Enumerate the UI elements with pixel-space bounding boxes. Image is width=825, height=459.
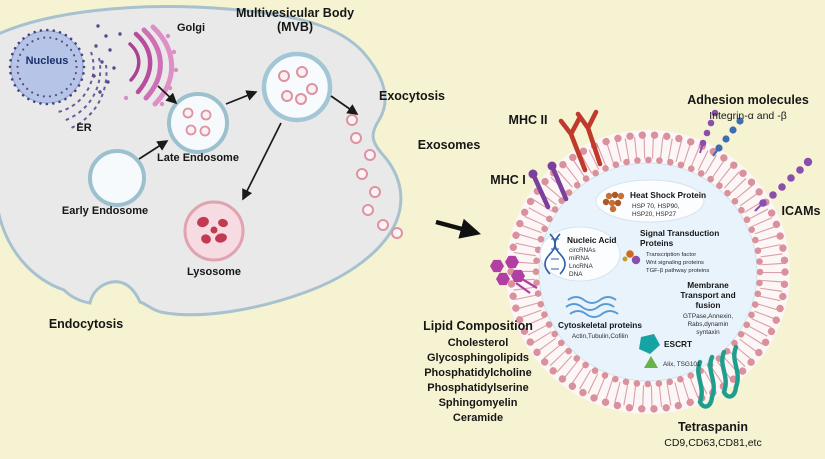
- escrt-group: ESCRT Alix, TSG101: [639, 334, 701, 368]
- late-endosome-label: Late Endosome: [157, 152, 239, 164]
- transport-title-line3: fusion: [696, 300, 721, 310]
- lipid-bilayer-inner-heads: [532, 156, 764, 388]
- early-endosome-label: Early Endosome: [62, 205, 148, 217]
- dna-icon: [544, 233, 566, 275]
- endocytosis-label: Endocytosis: [49, 317, 123, 331]
- tetraspanin-subtitle: CD9,CD63,CD81,etc: [664, 437, 761, 449]
- lipid-item: Cholesterol: [448, 337, 509, 349]
- er-icon: [57, 51, 108, 130]
- nucleus: [8, 28, 86, 106]
- transport-title-line1: Membrane: [687, 280, 729, 290]
- arrow-late-endosome-to-mvb: [225, 90, 258, 105]
- escrt-title: ESCRT: [664, 339, 692, 349]
- nucleus-dotted-ring-inner: [16, 36, 78, 98]
- nucleic-acid-group: Nucleic Acid circRNAs miRNA LncRNA DNA: [539, 226, 621, 282]
- lipid-item: Sphingomyelin: [439, 397, 518, 409]
- arrow-to-exosome-detail: [435, 218, 481, 239]
- mhc2-label: MHC II: [509, 113, 548, 127]
- arrow-mvb-to-lysosome: [242, 122, 282, 201]
- er-arc: [68, 64, 108, 130]
- hsp-bubble: [595, 179, 705, 223]
- signal-item: Transcription factor: [646, 252, 696, 258]
- late-endosome: [167, 92, 229, 154]
- lipid-item: Phosphatidylserine: [427, 382, 528, 394]
- lipid-item: Ceramide: [453, 412, 503, 424]
- membrane-transport-group: Membrane Transport and fusion GTPase,Ann…: [680, 280, 735, 336]
- lysosome-label: Lysosome: [187, 266, 241, 278]
- signal-title-line1: Signal Transduction: [640, 228, 719, 238]
- lipid-item: Phosphatidylcholine: [424, 367, 532, 379]
- mvb-vesicles: [278, 66, 318, 105]
- nucleus-body: [10, 30, 84, 104]
- signal-title-line2: Proteins: [640, 238, 674, 248]
- lipid-bilayer-tails: [512, 136, 784, 408]
- golgi-vesicle-dots: [123, 33, 179, 107]
- mhc1-icon: [528, 161, 569, 210]
- nucleic-title: Nucleic Acid: [567, 235, 617, 245]
- nucleic-item: LncRNA: [569, 263, 594, 270]
- escrt-icon: [639, 334, 660, 354]
- lysosome: [183, 200, 245, 262]
- lipid-bilayer-outer-heads: [507, 131, 789, 413]
- nucleus-label: Nucleus: [26, 55, 69, 67]
- mvb-label-line2: (MVB): [277, 20, 313, 34]
- cytoskeletal-items: Actin,Tubulin,Cofilin: [572, 333, 629, 340]
- mvb-label-line1: Multivesicular Body: [236, 6, 354, 20]
- icams-icon: [754, 157, 813, 212]
- nucleus-dotted-ring-outer: [8, 28, 86, 106]
- tetraspanin-icon: [696, 344, 740, 409]
- cytoskeleton-icon: [565, 296, 619, 318]
- intraluminal-vesicles: [182, 107, 212, 137]
- arrow-early-to-late-endosome: [138, 140, 169, 160]
- hsp-title: Heat Shock Protein: [630, 190, 706, 200]
- cytoskeletal-title: Cytoskeletal proteins: [558, 320, 642, 330]
- hsp-item: HSP20, HSP27: [632, 211, 676, 218]
- nucleic-item: DNA: [569, 271, 583, 278]
- er-label: ER: [76, 122, 91, 134]
- arrow-mvb-to-membrane: [330, 95, 359, 115]
- adhesion-molecules-icon: [699, 109, 744, 157]
- nucleic-item: miRNA: [569, 255, 590, 262]
- exosome-detail: [506, 130, 790, 414]
- hsp-group: Heat Shock Protein HSP 70, HSP90, HSP20,…: [595, 179, 706, 223]
- exocytosis-label: Exocytosis: [379, 89, 445, 103]
- multivesicular-body: [261, 51, 333, 123]
- hsp-icon: [602, 191, 625, 213]
- er-arc: [62, 57, 102, 122]
- transport-item: GTPase,Annexin,: [683, 313, 733, 320]
- adhesion-subtitle: Integrin-α and -β: [709, 110, 786, 122]
- lipid-title: Lipid Composition: [423, 319, 533, 333]
- icams-label: ICAMs: [782, 204, 821, 218]
- signal-transduction-group: Signal Transduction Proteins Transcripti…: [622, 228, 719, 274]
- early-endosome: [88, 149, 146, 207]
- signal-item: TGF-β pathway proteins: [646, 268, 709, 274]
- nucleic-bubble: [539, 226, 621, 282]
- arrow-golgi-to-late-endosome: [157, 85, 178, 105]
- released-exosome-dots: [346, 114, 403, 239]
- transport-item: syntaxin: [696, 329, 720, 336]
- er-arc: [57, 51, 95, 113]
- golgi-icon: [128, 24, 175, 107]
- golgi-label: Golgi: [177, 22, 205, 34]
- ribosome-dots: [92, 24, 122, 94]
- nucleic-item: circRNAs: [569, 247, 596, 254]
- hsp-item: HSP 70, HSP90,: [632, 203, 680, 210]
- transport-title-line2: Transport and: [680, 290, 735, 300]
- mhc2-icon: [558, 109, 603, 173]
- cytoskeletal-group: Cytoskeletal proteins Actin,Tubulin,Cofi…: [558, 296, 642, 340]
- lysosome-enzymes: [197, 216, 228, 244]
- signal-item: Wnt signaling proteins: [646, 260, 704, 266]
- exosomes-label: Exosomes: [418, 138, 481, 152]
- transport-item: Rabs,dynamin: [688, 321, 729, 328]
- escrt-items: Alix, TSG101: [663, 361, 701, 368]
- pathway-arrows: [138, 85, 359, 201]
- adhesion-title: Adhesion molecules: [687, 93, 809, 107]
- mhc1-label: MHC I: [490, 173, 525, 187]
- escrt-triangle-icon: [644, 356, 658, 368]
- lipid-composition-icon: [490, 255, 538, 294]
- tetraspanin-title: Tetraspanin: [678, 420, 748, 434]
- signal-icon: [622, 250, 641, 265]
- lipid-item: Glycosphingolipids: [427, 352, 529, 364]
